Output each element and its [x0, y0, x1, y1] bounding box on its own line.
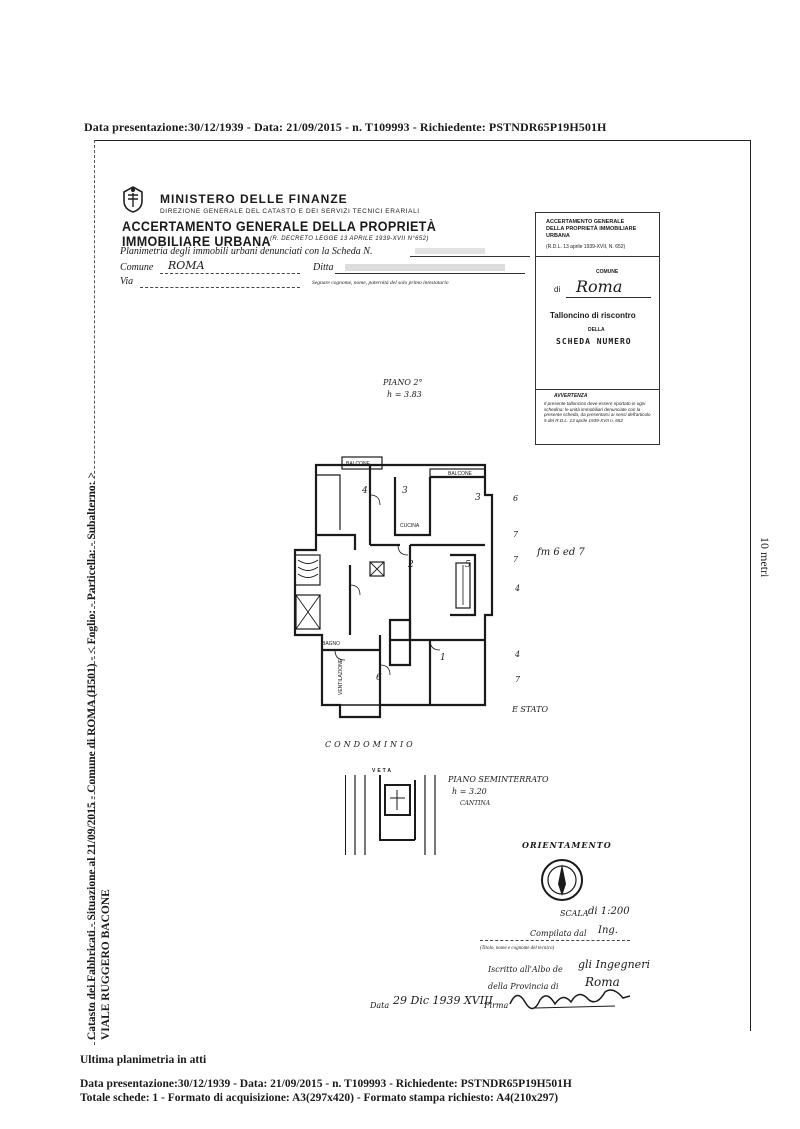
redacted-ditta [345, 264, 505, 271]
bath-label: BAGNO [322, 641, 340, 647]
direzione-name: Direzione generale del catasto e dei ser… [160, 208, 420, 215]
edge-number: 7 [515, 675, 521, 684]
form-decreto: (R. DECRETO LEGGE 13 APRILE 1939-XVII N°… [270, 236, 429, 242]
firma-label: Firma [484, 1001, 509, 1010]
edge-number: 6 [513, 494, 519, 503]
basement-height: h = 3.20 [452, 787, 487, 796]
tally-della: DELLA [588, 327, 605, 333]
emblem-icon [120, 185, 146, 213]
room-number: 6 [376, 673, 382, 683]
scale-bar-label: 10 metri [758, 537, 772, 578]
comune-value: ROMA [168, 259, 205, 272]
basement-label: PIANO SEMINTERRATO [448, 775, 549, 784]
ministry-name: MINISTERO DELLE FINANZE [160, 192, 348, 206]
tally-tagliando-title: Talloncino di riscontro [550, 311, 636, 320]
compilata-value: Ing. [598, 925, 618, 936]
ventilation-label: VENTILAZIONE [338, 658, 344, 695]
tally-comune-label: COMUNE [596, 269, 619, 275]
titolo-caption: (Titolo, nome e cognome del tecnico) [480, 946, 555, 951]
via-label: Via [120, 276, 134, 287]
kitchen-label: CUCINA [400, 523, 420, 529]
tally-avvertenza-title: AVVERTENZA [554, 393, 588, 399]
piano-height: h = 3.83 [387, 390, 422, 399]
stato-label: E STATO [512, 705, 548, 714]
room-number: 3 [475, 493, 481, 503]
edge-number: 7 [513, 555, 519, 564]
tally-comune-line [566, 297, 651, 298]
room-number: 5 [465, 560, 471, 570]
ditta-label: Ditta [313, 262, 334, 273]
tally-decree: (R.D.L. 13 aprile 1939-XVII, N. 652) [546, 244, 626, 250]
data-label: Data [370, 1001, 390, 1010]
form-title: ACCERTAMENTO GENERALE DELLA PROPRIETÀ IM… [122, 219, 437, 249]
side-street-name: VIALE RUGGERO BACONE [100, 889, 112, 1040]
scheda-number-line [410, 256, 530, 257]
compilata-line [480, 940, 630, 941]
plan-scribble: fm 6 ed 7 [537, 547, 585, 558]
comune-label: Comune [120, 262, 154, 273]
edge-number: 4 [515, 650, 521, 659]
balcony-label: BALCONE [448, 471, 473, 477]
condominio-label: CONDOMINIO [325, 740, 416, 749]
tally-header: ACCERTAMENTO GENERALE DELLA PROPRIETÀ IM… [546, 219, 637, 239]
footer-last-plan: Ultima planimetria in atti [80, 1054, 207, 1066]
footer-presentation-line: Data presentazione:30/12/1939 - Data: 21… [80, 1078, 572, 1090]
tally-comune-value: Roma [576, 277, 623, 296]
basement-drawing [345, 775, 436, 855]
tally-avvertenza-text: Il presente talloncino deve essere ripor… [544, 401, 651, 423]
balcony-label: BALCONE [346, 461, 371, 467]
compass-icon [540, 858, 584, 902]
ditta-line [335, 273, 525, 274]
iscritto-label: Iscritto all'Albo de [488, 965, 563, 974]
tally-di-label: di [554, 285, 561, 294]
tally-scheda-numero: SCHEDA NUMERO [556, 337, 632, 346]
header-presentation-line: Data presentazione:30/12/1939 - Data: 21… [84, 120, 607, 134]
plan-frame-left-edge [94, 140, 96, 1045]
redacted-scheda [415, 248, 485, 254]
footer-totals-line: Totale schede: 1 - Formato di acquisizio… [80, 1092, 559, 1104]
tally-box: ACCERTAMENTO GENERALE DELLA PROPRIETÀ IM… [535, 212, 660, 445]
scala-label: SCALA [560, 909, 589, 918]
side-catasto-line: Catasto dei Fabbricati - Situazione al 2… [86, 472, 98, 1040]
room-number: 2 [407, 560, 414, 570]
basement-cantina: CANTINA [460, 800, 491, 807]
planimetria-label: Planimetria degli immobili urbani denunc… [120, 246, 373, 257]
compilata-label: Compilata dal [530, 929, 587, 938]
scala-value: di 1:200 [588, 906, 630, 917]
edge-number: 7 [513, 530, 519, 539]
room-number: 1 [440, 653, 446, 663]
provincia-label: della Provincia di [488, 982, 559, 991]
basement-tag: VETA [372, 768, 393, 774]
edge-number: 4 [515, 584, 521, 593]
via-line [140, 287, 300, 288]
orientation-title: ORIENTAMENTO [522, 840, 612, 850]
signature-scribble [505, 982, 635, 1012]
room-number: 4 [361, 486, 368, 496]
piano-label: PIANO 2° [383, 378, 423, 387]
comune-line [160, 273, 300, 274]
plan-frame [94, 140, 751, 1031]
provincia-value: Roma [585, 975, 620, 989]
ditta-caption: Segnare cognome, nome, paternità del sol… [312, 280, 449, 286]
room-number: 3 [402, 486, 408, 496]
floor-plan-drawing: 4 3 3 5 2 6 1 BALCONE BALCONE CUCINA BAG… [293, 456, 494, 719]
data-value: 29 Dic 1939 XVIII [393, 994, 493, 1007]
iscritto-value: gli Ingegneri [578, 958, 650, 971]
